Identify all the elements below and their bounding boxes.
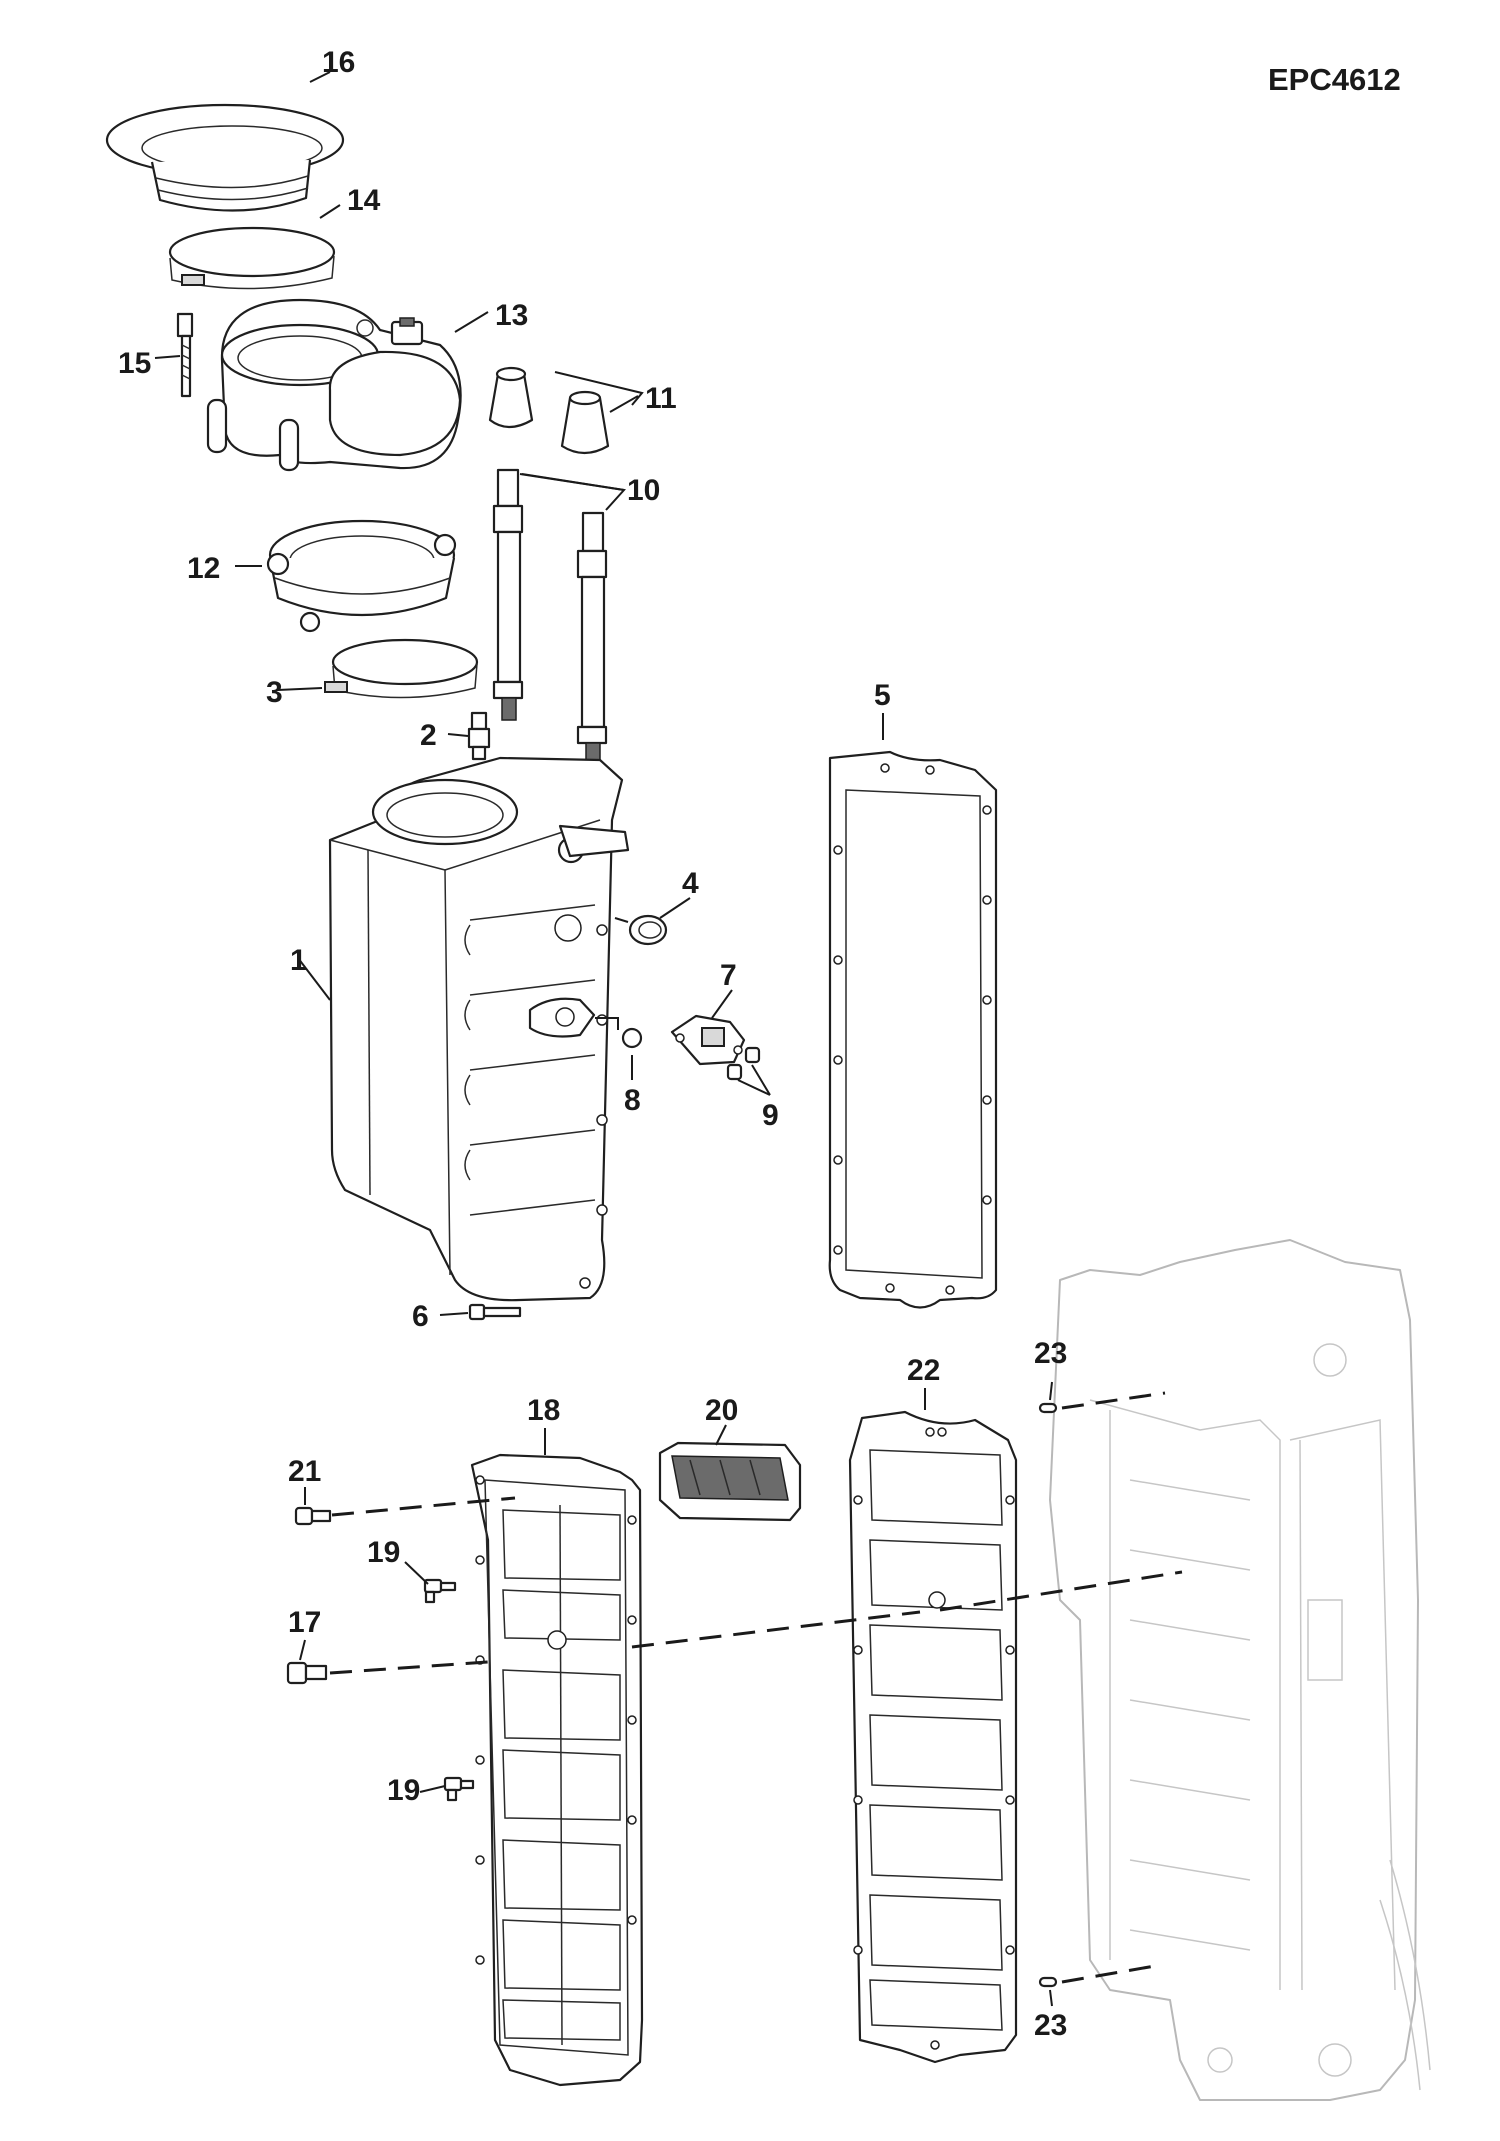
callout-12: 12 (187, 552, 220, 585)
part-16-bellmouth (105, 103, 345, 212)
part-1-plenum-housing (328, 756, 630, 1302)
part-6-bolt (468, 1303, 522, 1321)
part-23-dowel-b (1038, 1976, 1058, 1988)
part-2-fitting (467, 711, 491, 761)
part-21-bolt (294, 1506, 332, 1526)
part-18-reed-plate (470, 1453, 644, 2087)
part-15-bolt (176, 312, 194, 398)
part-17-bolt (286, 1661, 328, 1685)
callout-10: 10 (627, 474, 660, 507)
part-20-reed-block (658, 1441, 802, 1522)
callout-5: 5 (874, 679, 891, 712)
part-22-gasket (848, 1410, 1018, 2064)
callout-4: 4 (682, 867, 699, 900)
callout-1: 1 (290, 944, 307, 977)
part-23-dowel-a (1038, 1402, 1058, 1414)
callout-20: 20 (705, 1394, 738, 1427)
callout-19-lower: 19 (387, 1774, 420, 1807)
callout-9: 9 (762, 1099, 779, 1132)
leader-lines (154, 71, 1053, 2007)
part-13-throttle-body (206, 298, 462, 472)
part-14-clamp (168, 226, 336, 290)
callout-6: 6 (412, 1300, 429, 1333)
callout-23-top: 23 (1034, 1337, 1067, 1370)
part-3-clamp (324, 638, 479, 699)
part-5-gasket (828, 750, 998, 1309)
part-11-grommet-a (488, 366, 534, 429)
part-9-screws (726, 1046, 761, 1081)
callout-17: 17 (288, 1606, 321, 1639)
callout-2: 2 (420, 719, 437, 752)
part-10-stud-a (492, 468, 524, 721)
callout-23-bottom: 23 (1034, 2009, 1067, 2042)
callout-22: 22 (907, 1354, 940, 1387)
callout-7: 7 (720, 959, 737, 992)
engine-block-ghost (1049, 1239, 1431, 2101)
callouts: 16 14 15 13 11 10 12 3 2 5 4 1 7 8 9 6 2… (118, 46, 1067, 2042)
part-12-adapter (266, 519, 457, 633)
part-8-o-ring (621, 1027, 643, 1049)
part-7-sensor (670, 1014, 746, 1066)
callout-16: 16 (322, 46, 355, 79)
callout-14: 14 (347, 184, 381, 217)
callout-19-upper: 19 (367, 1536, 400, 1569)
part-10-stud-b (576, 511, 608, 766)
callout-21: 21 (288, 1455, 321, 1488)
reference-code: EPC4612 (1268, 62, 1401, 97)
part-19-fitting-b (443, 1776, 475, 1802)
callout-15: 15 (118, 347, 151, 380)
callout-13: 13 (495, 299, 528, 332)
alignment-lines (329, 1391, 1183, 1984)
callout-8: 8 (624, 1084, 641, 1117)
part-4-seal (628, 914, 668, 946)
part-11-grommet-b (560, 390, 610, 455)
callout-11: 11 (645, 382, 677, 415)
callout-18: 18 (527, 1394, 560, 1427)
callout-3: 3 (266, 676, 283, 709)
part-19-fitting-a (423, 1578, 457, 1604)
